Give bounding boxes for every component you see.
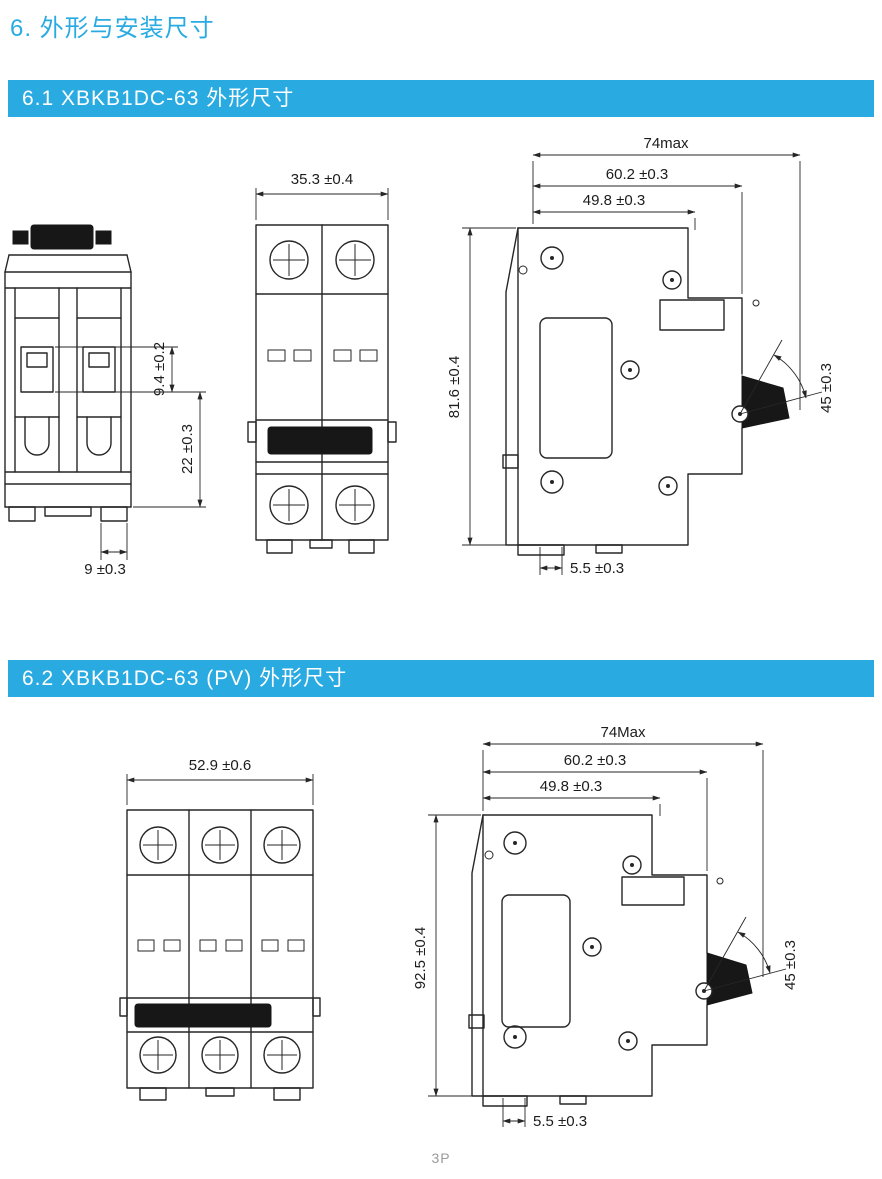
phillips-screw [263, 1036, 301, 1074]
front-view-2p: 9.4 ±0.2 22 ±0.3 9 ±0.3 [4, 224, 206, 578]
dim-depth-front: 60.2 ±0.3 [606, 166, 668, 183]
face-view-3p-dimensions: 52.9 ±0.6 [126, 757, 314, 805]
dim-terminal-depth: 22 ±0.3 [179, 424, 196, 474]
phillips-screw [201, 1036, 239, 1074]
housing-face-3p [119, 809, 321, 1101]
rivets [484, 831, 724, 1051]
page-title: 6. 外形与安装尺寸 [10, 15, 215, 42]
dim-foot-width: 9 ±0.3 [84, 561, 126, 578]
dim-lever-angle: 45 ±0.3 [818, 363, 835, 413]
housing-side [502, 227, 743, 556]
section2-heading: 6.2 XBKB1DC-63 (PV) 外形尺寸 [22, 667, 348, 690]
dim-depth-front-pv: 60.2 ±0.3 [564, 752, 626, 769]
face-view-2p: 35.3 ±0.4 [247, 171, 397, 554]
phillips-screw [201, 826, 239, 864]
side-view-pv-dimensions-top: 74Max 60.2 ±0.3 49.8 ±0.3 [482, 724, 764, 977]
housing-face-2p [247, 224, 397, 554]
face-view-2p-dimensions: 35.3 ±0.4 [255, 171, 389, 220]
toggle-handle [12, 224, 112, 250]
section2-banner: 6.2 XBKB1DC-63 (PV) 外形尺寸 [8, 660, 874, 697]
side-view-dimension-rail: 5.5 ±0.3 [539, 547, 624, 577]
side-view-dimension-height: 81.6 ±0.4 [446, 227, 516, 546]
lever-rotation: 45 ±0.3 [703, 916, 799, 992]
housing-front-2p [4, 254, 132, 522]
lever [731, 375, 790, 429]
lever [695, 952, 753, 1006]
label-plate [501, 894, 571, 1028]
dim-face-width-3p: 52.9 ±0.6 [189, 757, 251, 774]
section1-banner: 6.1 XBKB1DC-63 外形尺寸 [8, 80, 874, 117]
dim-height: 81.6 ±0.4 [446, 356, 463, 418]
handle-tie-bar [267, 426, 373, 455]
housing-side-pv [468, 814, 708, 1107]
handle-tie-bar [134, 1003, 272, 1028]
page-number: 3P [431, 1150, 451, 1166]
side-view-pv: 74Max 60.2 ±0.3 49.8 ±0.3 [412, 724, 799, 1130]
phillips-screw [335, 240, 375, 280]
dim-face-width: 35.3 ±0.4 [291, 171, 353, 188]
side-view-pv-dimension-height: 92.5 ±0.4 [412, 814, 481, 1097]
label-plate [539, 317, 613, 459]
dim-rail-offset-pv: 5.5 ±0.3 [533, 1113, 587, 1130]
dim-pole-pitch: 9.4 ±0.2 [151, 342, 168, 396]
din-clip [482, 1095, 528, 1107]
dim-lever-angle-pv: 45 ±0.3 [782, 940, 799, 990]
side-view-2p: 74max 60.2 ±0.3 49.8 ±0.3 [446, 135, 835, 577]
section1-drawings: 9.4 ±0.2 22 ±0.3 9 ±0.3 35.3 ±0.4 [4, 135, 835, 578]
din-clip [517, 544, 565, 556]
phillips-screw [263, 826, 301, 864]
section2-drawings: 52.9 ±0.6 [119, 724, 799, 1130]
dim-depth-total: 74max [643, 135, 689, 152]
section1-heading: 6.1 XBKB1DC-63 外形尺寸 [22, 87, 295, 110]
side-view-pv-dimension-rail: 5.5 ±0.3 [502, 1098, 587, 1130]
side-view-dimensions-top: 74max 60.2 ±0.3 49.8 ±0.3 [532, 135, 801, 410]
front-view-2p-dimensions: 9.4 ±0.2 22 ±0.3 9 ±0.3 [55, 342, 206, 578]
dim-depth-total-pv: 74Max [600, 724, 646, 741]
dim-depth-body: 49.8 ±0.3 [583, 192, 645, 209]
face-view-3p: 52.9 ±0.6 [119, 757, 321, 1101]
dim-rail-offset: 5.5 ±0.3 [570, 560, 624, 577]
phillips-screw [139, 826, 177, 864]
phillips-screw [269, 240, 309, 280]
lever-rotation: 45 ±0.3 [739, 339, 835, 415]
dim-height-pv: 92.5 ±0.4 [412, 927, 429, 989]
phillips-screw [269, 485, 309, 525]
phillips-screw [335, 485, 375, 525]
rivets [518, 246, 760, 496]
phillips-screw [139, 1036, 177, 1074]
dim-depth-body-pv: 49.8 ±0.3 [540, 778, 602, 795]
